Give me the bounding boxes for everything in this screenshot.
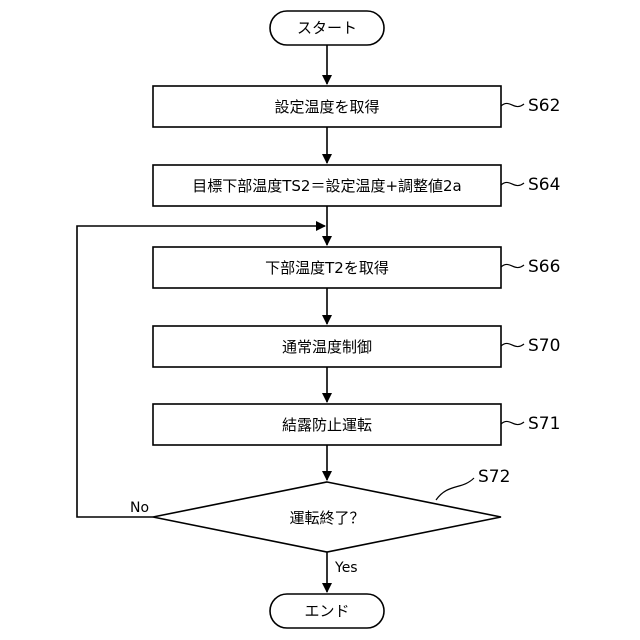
process-label-s64: 目標下部温度TS2＝設定温度+調整値2a: [192, 177, 462, 195]
process-label-s70: 通常温度制御: [282, 338, 372, 356]
leader-s64: [501, 182, 524, 185]
step-id-s64: S64: [528, 175, 560, 195]
decision-diamond-s72: 運転終了？ S72: [153, 467, 510, 552]
yes-label: Yes: [334, 560, 358, 576]
process-box-s66: 下部温度T2を取得 S66: [153, 247, 560, 288]
step-id-s66: S66: [528, 257, 560, 277]
step-id-s62: S62: [528, 96, 560, 116]
process-box-s70: 通常温度制御 S70: [153, 326, 560, 367]
end-terminal: エンド: [270, 594, 384, 628]
no-label: No: [130, 500, 149, 516]
process-box-s62: 設定温度を取得 S62: [153, 86, 560, 127]
start-terminal: スタート: [270, 11, 384, 45]
decision-label-s72: 運転終了？: [289, 509, 364, 527]
process-label-s62: 設定温度を取得: [274, 98, 379, 116]
start-label: スタート: [297, 19, 357, 37]
step-id-s72: S72: [478, 467, 510, 487]
step-id-s71: S71: [528, 414, 560, 434]
end-label: エンド: [304, 602, 349, 620]
leader-s71: [501, 421, 524, 424]
leader-s66: [501, 264, 524, 267]
leader-s72: [436, 478, 474, 500]
leader-s70: [501, 343, 524, 346]
process-label-s66: 下部温度T2を取得: [265, 259, 389, 277]
step-id-s70: S70: [528, 336, 560, 356]
process-box-s64: 目標下部温度TS2＝設定温度+調整値2a S64: [153, 165, 560, 206]
process-box-s71: 結露防止運転 S71: [153, 404, 560, 445]
process-label-s71: 結露防止運転: [282, 416, 372, 434]
leader-s62: [501, 103, 524, 106]
